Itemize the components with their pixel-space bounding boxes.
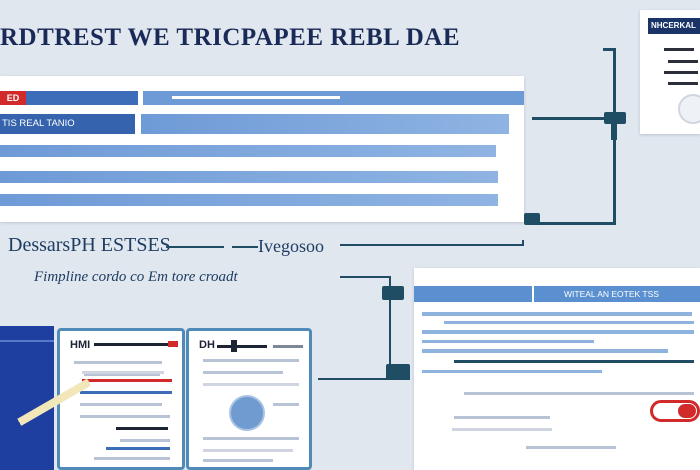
document-title: DH: [199, 339, 215, 351]
pin-icon: [386, 364, 410, 380]
connector-line: [522, 240, 524, 246]
doc-line: [273, 403, 299, 406]
toggle-icon: [231, 340, 237, 352]
top-form-panel: ED TIS REAL TANIO: [0, 76, 524, 222]
doc-line: [94, 343, 170, 346]
connector-line: [611, 124, 617, 140]
doc-line: [116, 427, 168, 430]
connector-line: [532, 222, 616, 225]
doc-line: [203, 371, 283, 374]
doc-line: [80, 415, 170, 418]
doc-line: [273, 345, 303, 348]
connector-line: [340, 244, 524, 246]
doc-line: [82, 379, 172, 382]
top-row-left-bar: [26, 91, 138, 105]
mid-text-subtitle: Fimpline cordo co Em tore croadt: [34, 269, 238, 285]
pin-icon: [524, 213, 540, 225]
doc-line: [82, 371, 164, 374]
report-line: [464, 392, 694, 395]
doc-line: [203, 437, 299, 440]
pin-icon: [382, 286, 404, 300]
report-line: [422, 349, 668, 353]
doc-line: [106, 447, 170, 450]
card-line: [668, 82, 698, 85]
page-title: RDTREST WE TRICPAPEE REBL DAE: [0, 24, 460, 51]
document-card-1[interactable]: HMI: [57, 328, 185, 470]
mid-text-right: Ivegosoo: [258, 236, 324, 256]
report-line: [422, 312, 692, 316]
report-line: [422, 370, 602, 373]
card-line: [664, 71, 698, 74]
doc-line: [168, 341, 178, 347]
report-line: [444, 321, 694, 324]
report-panel: WITEAL AN EOTEK TSS: [414, 268, 700, 470]
report-header-left: [414, 286, 532, 302]
blue-sidebar-block: [0, 326, 54, 470]
card-line: [664, 48, 694, 51]
preview-card[interactable]: NHCERKAL: [640, 10, 700, 134]
red-tag: ED: [0, 91, 26, 105]
document-card-2[interactable]: DH: [186, 328, 312, 470]
doc-line: [84, 373, 160, 376]
preview-card-title: NHCERKAL: [648, 18, 700, 34]
connector-line: [389, 276, 391, 380]
report-line: [422, 330, 694, 334]
form-field-4[interactable]: [0, 194, 498, 206]
report-line: [454, 360, 694, 363]
doc-line: [80, 391, 172, 394]
mid-text-left: DessarsPH ESTSES: [8, 234, 171, 256]
form-field-1[interactable]: [141, 114, 509, 134]
doc-line: [94, 457, 170, 460]
badge-dot: [678, 404, 696, 418]
top-row-inner-line: [172, 96, 340, 99]
report-line: [422, 340, 594, 343]
doc-line: [203, 449, 293, 452]
doc-line: [203, 459, 273, 462]
connector-line: [603, 48, 615, 51]
form-field-2[interactable]: [0, 145, 496, 157]
report-line: [452, 428, 552, 431]
connector-line: [232, 246, 258, 248]
report-header: WITEAL AN EOTEK TSS: [534, 286, 700, 302]
form-field-3[interactable]: [0, 171, 498, 183]
doc-line: [203, 359, 299, 362]
row-label: TIS REAL TANIO: [0, 114, 135, 134]
block-line: [0, 340, 54, 342]
doc-line: [203, 383, 299, 386]
connector-line: [318, 378, 410, 380]
doc-line: [74, 361, 162, 364]
connector-line: [532, 117, 616, 120]
card-circle-icon: [678, 94, 700, 124]
report-line: [526, 446, 616, 449]
connector-line: [166, 246, 224, 248]
report-line: [454, 416, 550, 419]
document-title: HMI: [70, 339, 91, 351]
pin-icon: [604, 112, 626, 124]
card-line: [668, 60, 698, 63]
doc-line: [217, 345, 267, 348]
chart-circle-icon: [229, 395, 265, 431]
doc-line: [80, 403, 162, 406]
connector-line: [340, 276, 390, 278]
doc-line: [120, 439, 170, 442]
